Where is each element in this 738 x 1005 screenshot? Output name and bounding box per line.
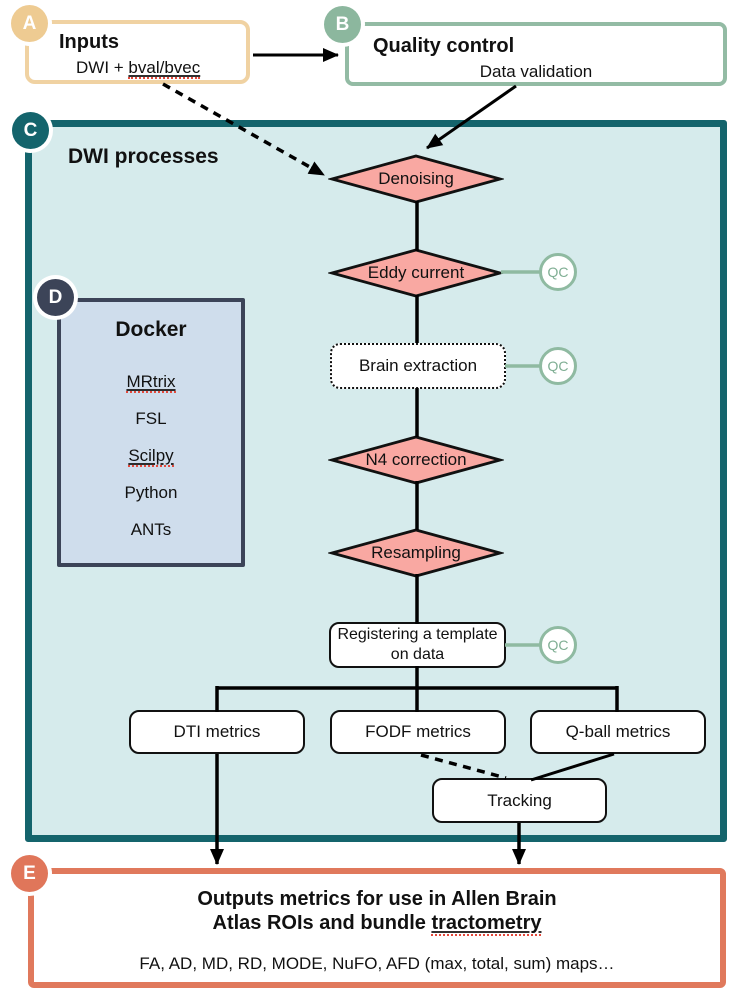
diamond-resampling: Resampling bbox=[328, 528, 504, 578]
outputs-title-line1: Outputs metrics for use in Allen Brain bbox=[197, 888, 557, 910]
dti-metrics-label: DTI metrics bbox=[173, 722, 261, 741]
badge-e: E bbox=[11, 855, 48, 892]
diamond-label: Denoising bbox=[378, 169, 454, 188]
outputs-title-line2: Atlas ROIs and bundle tractometry bbox=[34, 911, 720, 936]
qc-badge-eddy: QC bbox=[539, 253, 577, 291]
diamond-label: Resampling bbox=[371, 543, 461, 562]
qc-label: QC bbox=[547, 358, 569, 374]
quality-control-box: Quality control Data validation bbox=[345, 22, 727, 86]
qc-badge-brain: QC bbox=[539, 347, 577, 385]
dti-metrics-node: DTI metrics bbox=[129, 710, 305, 754]
registering-label-line1: Registering a template bbox=[337, 626, 498, 643]
inputs-title: Inputs bbox=[59, 31, 119, 53]
docker-item-mrtrix: MRtrix bbox=[126, 372, 176, 393]
diamond-denoising: Denoising bbox=[328, 154, 504, 204]
tracking-node: Tracking bbox=[432, 778, 607, 823]
inputs-subtitle-prefix: DWI + bbox=[76, 58, 129, 77]
inputs-subtitle-bval-bvec: bval/bvec bbox=[128, 58, 201, 79]
diamond-label: N4 correction bbox=[365, 450, 467, 469]
inputs-subtitle: DWI + bval/bvec bbox=[76, 57, 201, 79]
fodf-metrics-node: FODF metrics bbox=[330, 710, 506, 754]
registering-template-node: Registering a template on data bbox=[329, 622, 506, 668]
qc-label: QC bbox=[547, 637, 569, 653]
outputs-title-tractometry: tractometry bbox=[431, 912, 542, 936]
quality-control-title: Quality control bbox=[373, 35, 515, 57]
tracking-label: Tracking bbox=[487, 790, 552, 810]
qc-badge-registering: QC bbox=[539, 626, 577, 664]
docker-item: Python bbox=[61, 483, 241, 503]
dwi-processes-title: DWI processes bbox=[68, 145, 219, 168]
docker-box: Docker MRtrix FSL Scilpy Python ANTs bbox=[57, 298, 245, 567]
diamond-label: Eddy current bbox=[367, 263, 465, 282]
registering-label-line2: on data bbox=[390, 646, 445, 663]
diamond-eddy-current: Eddy current bbox=[328, 248, 504, 298]
brain-extraction-node: Brain extraction bbox=[330, 343, 506, 389]
outputs-box: Outputs metrics for use in Allen Brain A… bbox=[28, 868, 726, 988]
docker-item: Scilpy bbox=[61, 446, 241, 467]
brain-extraction-label: Brain extraction bbox=[358, 356, 478, 375]
docker-item-scilpy: Scilpy bbox=[128, 446, 174, 467]
quality-control-subtitle: Data validation bbox=[479, 62, 593, 81]
diamond-n4-correction: N4 correction bbox=[328, 435, 504, 485]
docker-item: ANTs bbox=[61, 520, 241, 540]
outputs-title-line2-prefix: Atlas ROIs and bundle bbox=[212, 912, 432, 934]
badge-d: D bbox=[37, 279, 74, 316]
docker-item-ants: ANTs bbox=[130, 520, 172, 539]
docker-item: FSL bbox=[61, 409, 241, 429]
qc-label: QC bbox=[547, 264, 569, 280]
qball-metrics-node: Q-ball metrics bbox=[530, 710, 706, 754]
inputs-box: Inputs DWI + bval/bvec bbox=[25, 20, 250, 84]
badge-a: A bbox=[11, 5, 48, 42]
badge-b: B bbox=[324, 6, 361, 43]
qball-metrics-label: Q-ball metrics bbox=[565, 722, 671, 741]
docker-item-fsl: FSL bbox=[135, 409, 167, 428]
docker-item-python: Python bbox=[124, 483, 178, 502]
outputs-metrics-line: FA, AD, MD, RD, MODE, NuFO, AFD (max, to… bbox=[139, 954, 615, 973]
badge-c: C bbox=[12, 112, 49, 149]
fodf-metrics-label: FODF metrics bbox=[365, 722, 471, 741]
docker-item: MRtrix bbox=[61, 372, 241, 393]
docker-title: Docker bbox=[115, 318, 187, 341]
